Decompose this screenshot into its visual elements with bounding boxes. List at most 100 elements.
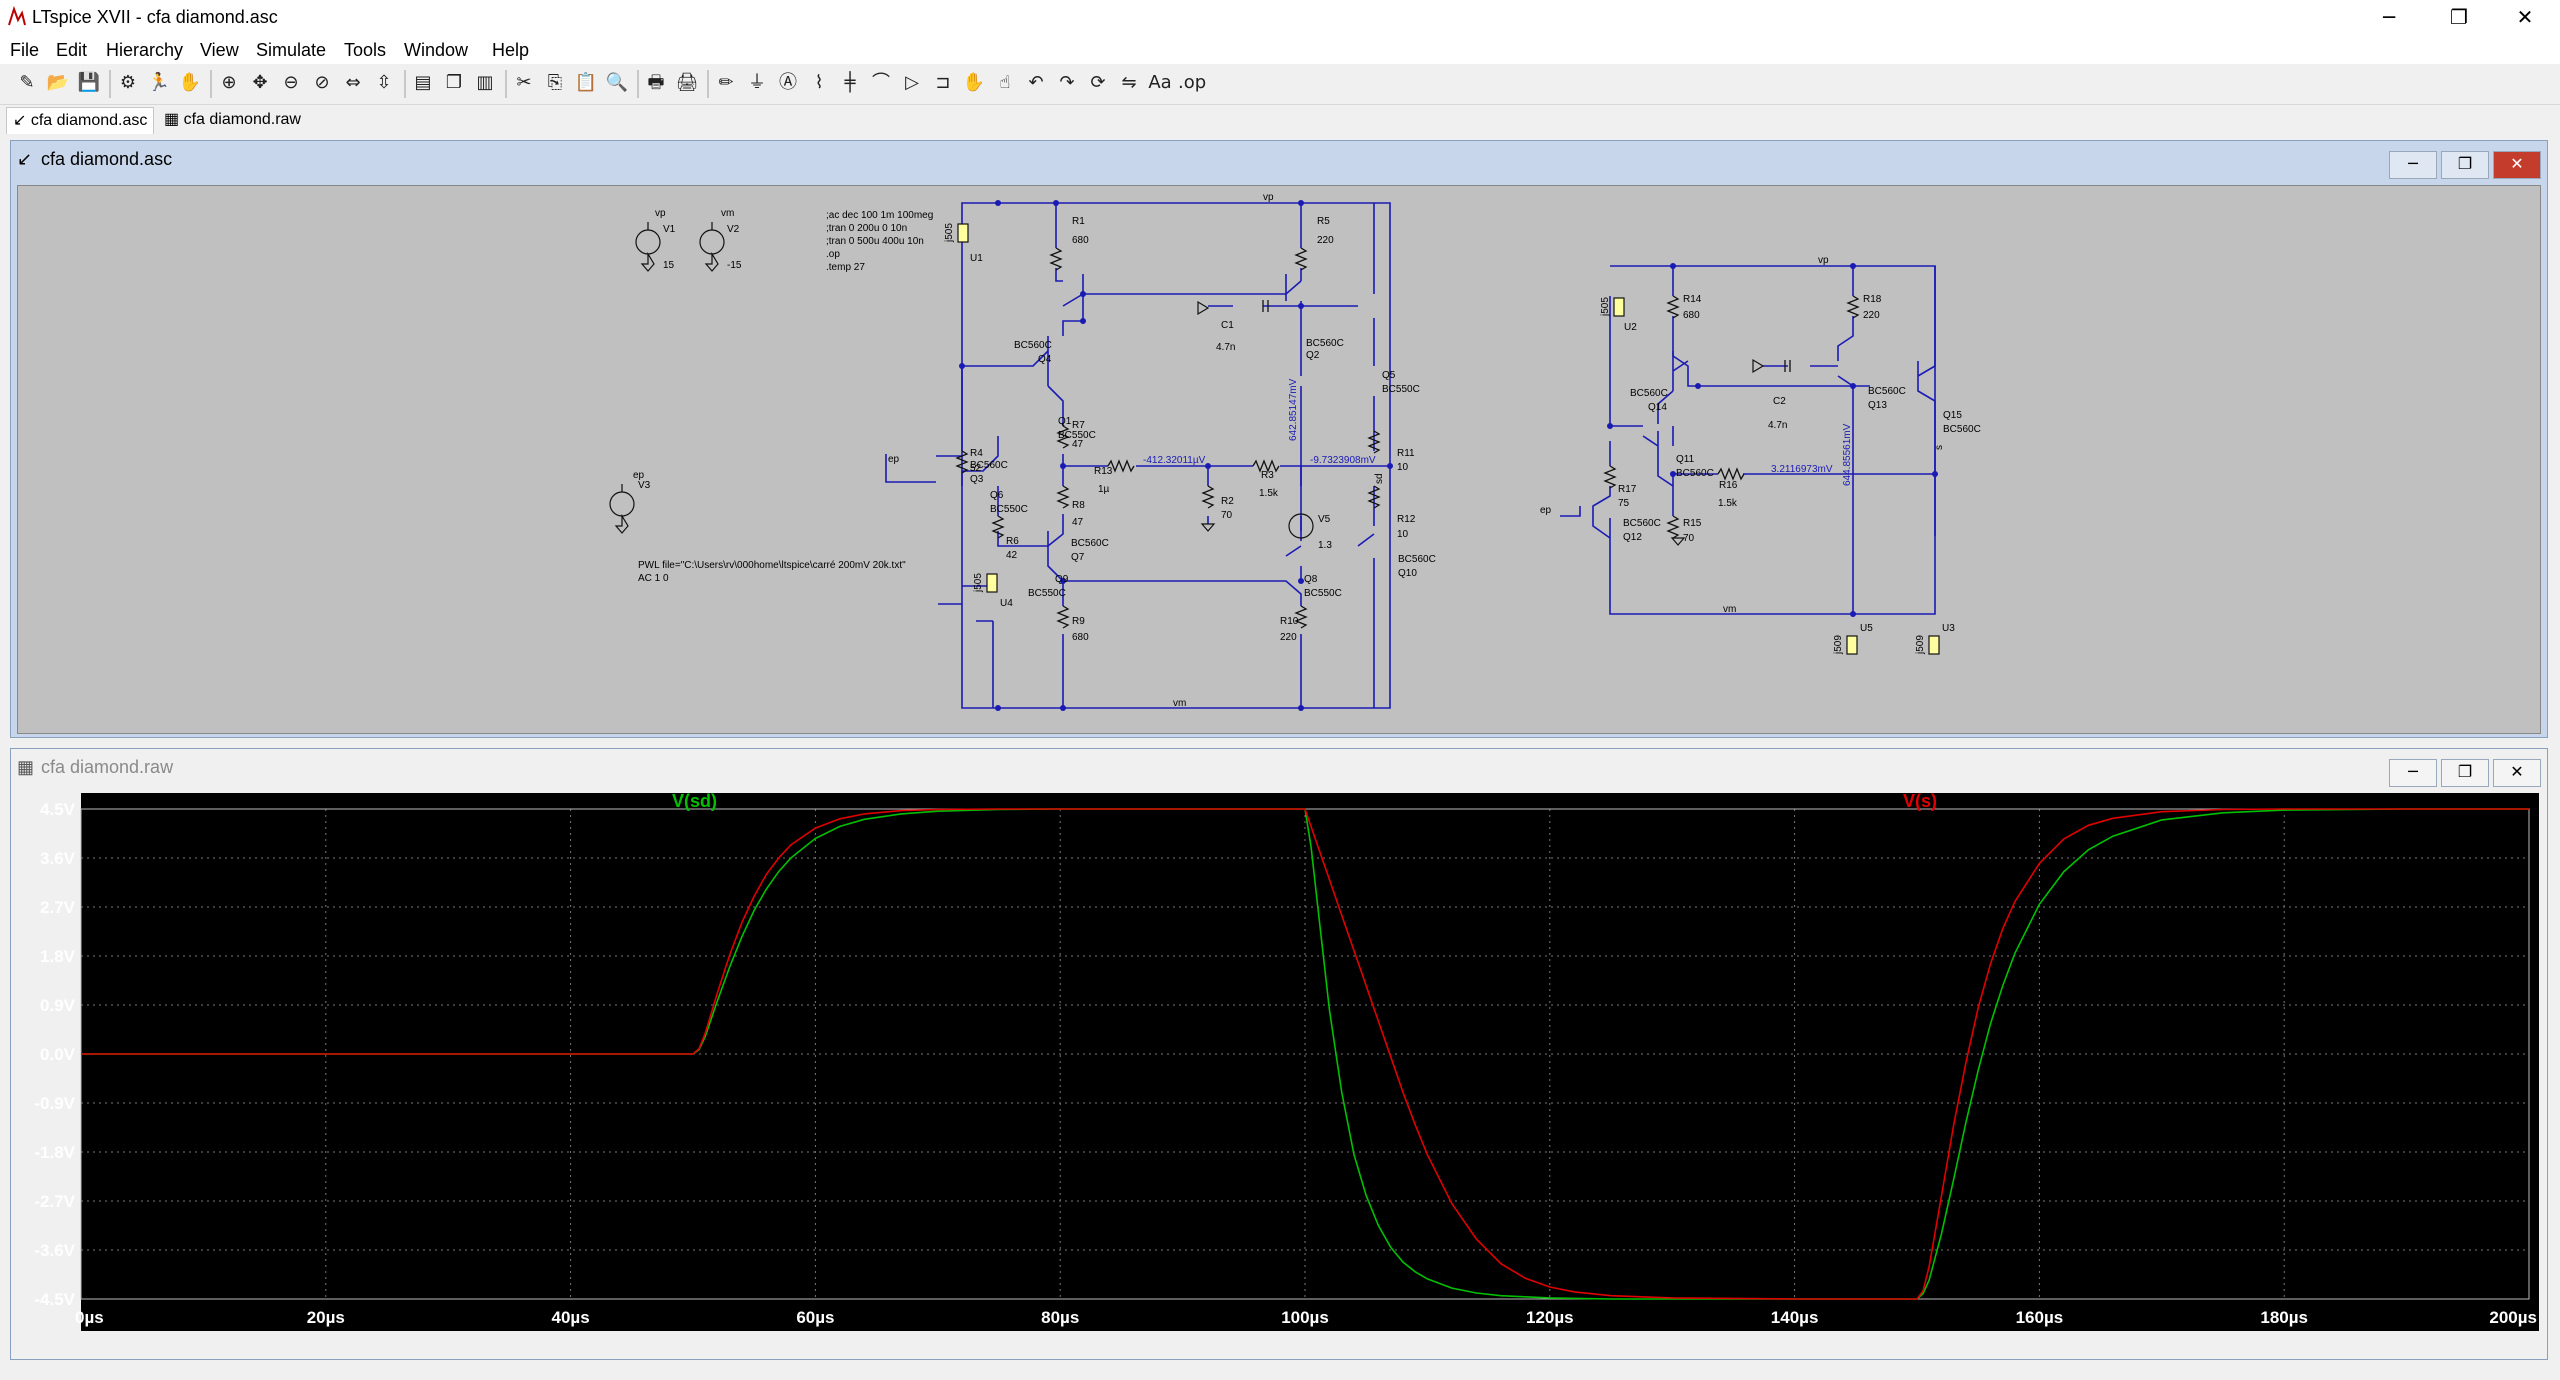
x-tick-label: 180µs: [2260, 1308, 2308, 1327]
toolbar-separator: [707, 70, 709, 98]
trace-vsd[interactable]: [81, 808, 2529, 1300]
menu-help[interactable]: Help: [492, 40, 530, 60]
label-v1: V1: [663, 224, 676, 235]
ground-icon[interactable]: ⏚: [748, 72, 766, 93]
label-c2-value: 4.7n: [1768, 420, 1787, 431]
label-r12-value: 10: [1397, 529, 1409, 540]
find-icon[interactable]: 🔍: [605, 72, 629, 93]
paste-icon[interactable]: 📋: [574, 72, 598, 93]
cut-icon[interactable]: ✂: [516, 72, 532, 93]
close-button[interactable]: ✕: [2516, 5, 2534, 29]
label-r14: R14: [1683, 294, 1702, 305]
tab-label: cfa diamond.asc: [30, 112, 148, 129]
rotate-icon[interactable]: ⟳: [1090, 72, 1106, 93]
menu-edit[interactable]: Edit: [56, 40, 88, 60]
junctions: [959, 200, 1938, 711]
net-vm-2: vm: [1173, 698, 1186, 709]
menu-tools[interactable]: Tools: [344, 40, 387, 60]
label-q11-model: BC560C: [1676, 468, 1714, 479]
directive-op: .op: [826, 249, 840, 260]
schematic-restore-button[interactable]: ❐: [2441, 151, 2489, 179]
run-icon[interactable]: 🏃: [147, 72, 171, 93]
label-q9-model: BC550C: [1028, 588, 1066, 599]
minimize-button[interactable]: ─: [2382, 5, 2396, 29]
schematic-close-button[interactable]: ✕: [2493, 151, 2541, 179]
resistor-icon[interactable]: ⌇: [814, 72, 824, 93]
print-preview-icon[interactable]: 🖶: [647, 72, 665, 93]
label-r8: R8: [1072, 500, 1085, 511]
zoom-in-icon[interactable]: ⊕: [221, 72, 237, 93]
toolbar-separator: [505, 70, 507, 98]
label-r11: R11: [1397, 448, 1415, 459]
trace-label-vs[interactable]: V(s): [1903, 791, 1937, 811]
label-q8-model: BC550C: [1304, 588, 1342, 599]
label-q7: Q7: [1071, 552, 1085, 563]
pwl-text: PWL file="C:\Users\rv\000home\ltspice\ca…: [638, 560, 906, 571]
schematic-canvas[interactable]: ;ac dec 100 1m 100meg ;tran 0 200u 0 10n…: [17, 185, 2541, 734]
pan-icon[interactable]: ✥: [252, 72, 268, 93]
label-q3: Q3: [970, 474, 984, 485]
menu-view[interactable]: View: [200, 40, 239, 60]
ruler-icon[interactable]: ⇳: [376, 72, 392, 93]
waveform-restore-button[interactable]: ❐: [2441, 759, 2489, 787]
trace-vs[interactable]: [81, 808, 2529, 1300]
maximize-button[interactable]: ❐: [2450, 5, 2468, 29]
label-c1-value: 4.7n: [1216, 342, 1235, 353]
tile-vertical-icon[interactable]: ▤: [414, 72, 432, 93]
label-r3: R3: [1261, 470, 1274, 481]
control-panel-icon[interactable]: ⚙: [119, 72, 137, 93]
op-r16-voltage: 3.2116973mV: [1771, 464, 1833, 475]
label-q6-model: BC550C: [990, 504, 1028, 515]
label-u4-model: j505: [973, 573, 984, 593]
label-v2-value: -15: [727, 260, 742, 271]
y-tick-label: -0.9V: [34, 1094, 75, 1113]
text-icon[interactable]: Aa: [1148, 72, 1172, 93]
new-schematic-icon[interactable]: ✎: [19, 72, 35, 93]
tab-cfa-diamond-asc[interactable]: ↙ cfa diamond.asc: [6, 107, 155, 134]
zoom-out-icon[interactable]: ⊖: [283, 72, 299, 93]
wire-icon[interactable]: ✏: [718, 72, 734, 93]
component-icon[interactable]: ⊐: [935, 72, 951, 93]
diode-icon[interactable]: ▷: [905, 72, 919, 93]
undo-icon[interactable]: ↶: [1028, 72, 1044, 93]
menu-window[interactable]: Window: [404, 40, 469, 60]
inductor-icon[interactable]: ⌒: [872, 72, 890, 93]
drag-icon[interactable]: ☝: [999, 72, 1011, 93]
label-net-icon[interactable]: Ⓐ: [779, 72, 797, 93]
waveform-close-button[interactable]: ✕: [2493, 759, 2541, 787]
menu-simulate[interactable]: Simulate: [256, 40, 327, 60]
label-q15: Q15: [1943, 410, 1962, 421]
spice-directive-icon[interactable]: .op: [1178, 72, 1207, 93]
autorange-icon[interactable]: ⇔: [345, 72, 361, 93]
label-r17-value: 75: [1618, 498, 1630, 509]
waveform-minimize-button[interactable]: ─: [2389, 759, 2437, 787]
print-icon[interactable]: 🖨: [675, 72, 699, 93]
save-icon[interactable]: 💾: [77, 72, 101, 93]
net-vp-2: vp: [1263, 192, 1274, 203]
menu-file[interactable]: File: [10, 40, 40, 60]
copy-icon[interactable]: ⎘: [547, 72, 563, 93]
menu-hierarchy[interactable]: Hierarchy: [106, 40, 184, 60]
label-u4: U4: [1000, 598, 1013, 609]
zoom-cancel-icon[interactable]: ⊘: [314, 72, 330, 93]
toolbar-separator: [404, 70, 406, 98]
schematic-minimize-button[interactable]: ─: [2389, 151, 2437, 179]
open-icon[interactable]: 📂: [46, 72, 70, 93]
trace-label-vsd[interactable]: V(sd): [672, 791, 717, 811]
redo-icon[interactable]: ↷: [1059, 72, 1075, 93]
capacitor-icon[interactable]: ╪: [844, 72, 856, 93]
y-tick-label: 0.9V: [40, 996, 76, 1015]
label-r7: R7: [1072, 420, 1085, 431]
tile-horizontal-icon[interactable]: ▥: [476, 72, 494, 93]
cascade-icon[interactable]: ❐: [445, 72, 463, 93]
net-ep-3: ep: [1540, 505, 1552, 516]
x-tick-label: 100µs: [1281, 1308, 1329, 1327]
op-q13-voltage: 644.85561mV: [1842, 423, 1853, 486]
waveform-plot: 4.5V3.6V2.7V1.8V0.9V0.0V-0.9V-1.8V-2.7V-…: [34, 791, 2539, 1331]
move-icon[interactable]: ✋: [962, 72, 986, 93]
y-tick-label: 2.7V: [40, 898, 76, 917]
halt-icon[interactable]: ✋: [178, 72, 202, 93]
tab-cfa-diamond-raw[interactable]: ▦ cfa diamond.raw: [158, 107, 307, 133]
mirror-icon[interactable]: ⇋: [1121, 72, 1137, 93]
